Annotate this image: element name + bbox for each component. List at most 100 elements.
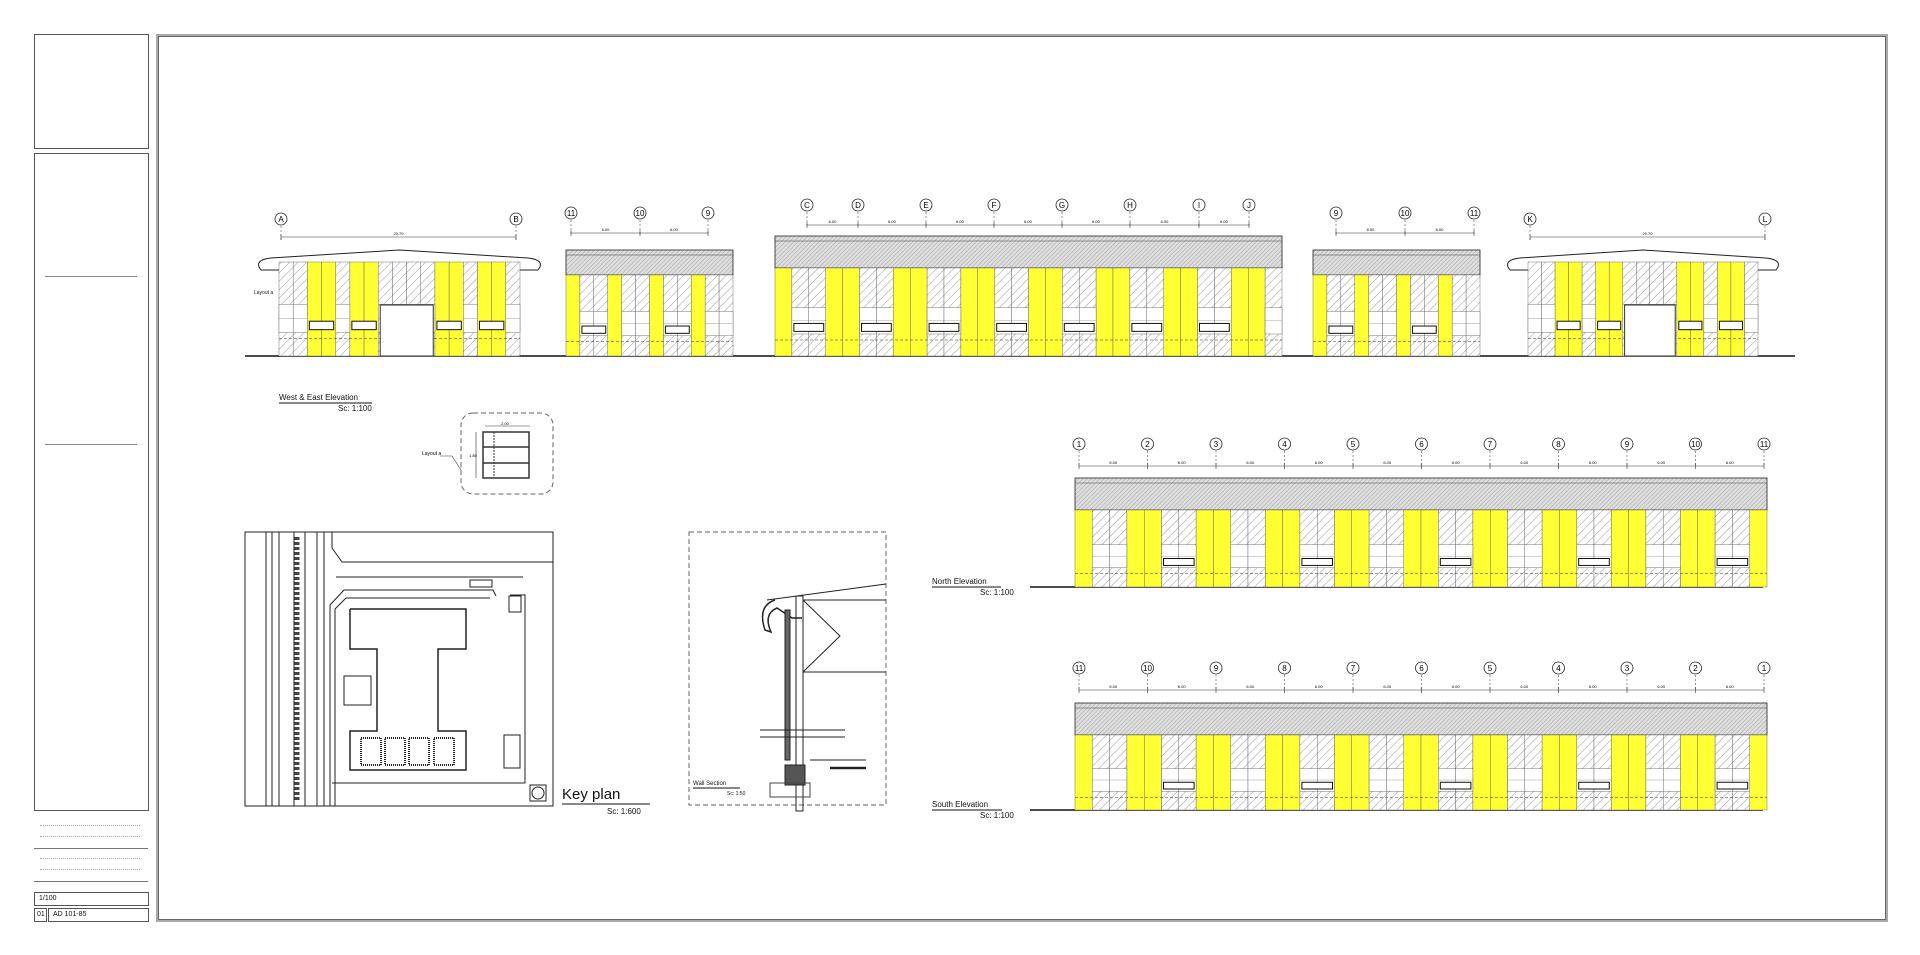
dimension-text: 6.00 bbox=[1589, 460, 1598, 465]
vent-louver bbox=[1678, 320, 1703, 331]
yellow-panel bbox=[691, 274, 706, 357]
title-block-divider bbox=[34, 881, 148, 882]
grid-label: 3 bbox=[1625, 664, 1630, 673]
grid-bubble bbox=[1346, 661, 1360, 675]
north-elevation-scale: Sc: 1:100 bbox=[980, 588, 1014, 597]
yellow-panel bbox=[1074, 509, 1093, 588]
grid-label: 9 bbox=[1334, 209, 1339, 218]
yellow-panel bbox=[1608, 261, 1623, 357]
title-block-divider bbox=[34, 848, 148, 849]
grid-label: F bbox=[992, 201, 997, 210]
roof-band bbox=[1074, 702, 1768, 736]
yellow-panel bbox=[1749, 734, 1768, 811]
dimension-text: 6.00 bbox=[1161, 219, 1170, 224]
yellow-panel bbox=[1438, 274, 1453, 357]
sheet-number-value: AD 101-85 bbox=[53, 911, 87, 918]
dimension-text: 6.00 bbox=[1109, 684, 1118, 689]
grid-label: 11 bbox=[567, 209, 576, 218]
yellow-panel bbox=[1541, 734, 1560, 811]
dimension-text: 6.00 bbox=[1452, 684, 1461, 689]
vent-louver bbox=[1578, 781, 1610, 790]
vent-louver bbox=[928, 322, 960, 332]
yellow-panel bbox=[321, 261, 336, 357]
vent-louver bbox=[1301, 558, 1334, 566]
yellow-panel bbox=[1472, 734, 1491, 811]
scale-field: 1/100 bbox=[34, 892, 149, 906]
yellow-panel bbox=[1074, 734, 1093, 811]
grid-label: 5 bbox=[1488, 664, 1493, 673]
grid-bubble bbox=[1620, 661, 1634, 675]
yellow-panel bbox=[1420, 734, 1439, 811]
layout-height-dim: 1.80 bbox=[469, 453, 478, 458]
grid-label: 10 bbox=[1691, 440, 1700, 449]
yellow-panel bbox=[1180, 267, 1198, 357]
grid-label: I bbox=[1198, 201, 1200, 210]
yellow-panel bbox=[1126, 734, 1145, 811]
grid-label: K bbox=[1527, 215, 1533, 224]
vent-louver bbox=[1163, 781, 1195, 790]
yellow-panel bbox=[349, 261, 365, 357]
vent-louver bbox=[1439, 558, 1472, 566]
grid-bubble bbox=[1620, 437, 1634, 451]
yellow-panel bbox=[1351, 509, 1370, 588]
vent-louver bbox=[1163, 558, 1195, 566]
grid-label: L bbox=[1763, 215, 1768, 224]
yellow-panel bbox=[1143, 509, 1162, 588]
yellow-panel bbox=[1749, 509, 1768, 588]
wall-section-drawing bbox=[688, 531, 887, 812]
yellow-panel bbox=[1112, 267, 1131, 357]
yellow-panel bbox=[1554, 261, 1569, 357]
yellow-panel bbox=[1611, 509, 1629, 588]
grid-bubble bbox=[919, 198, 933, 212]
layout-a-label: Layout a bbox=[422, 451, 441, 457]
title-block-dotted-line bbox=[40, 825, 140, 826]
dimension-text: 6.00 bbox=[1178, 460, 1187, 465]
yellow-panel bbox=[1195, 509, 1214, 588]
grid-label: 10 bbox=[1401, 209, 1410, 218]
dimension-text: 6.00 bbox=[1246, 460, 1255, 465]
vent-louver bbox=[436, 320, 462, 331]
grid-bubble bbox=[1123, 198, 1137, 212]
grid-bubble bbox=[1483, 661, 1497, 675]
yellow-panel bbox=[1697, 734, 1716, 811]
yellow-panel bbox=[448, 261, 464, 357]
vent-louver bbox=[351, 320, 377, 331]
roof-band bbox=[774, 235, 1283, 269]
grid-bubble bbox=[564, 206, 578, 220]
grid-label: 11 bbox=[1470, 209, 1479, 218]
vent-louver bbox=[1301, 781, 1334, 790]
south-elevation-scale: Sc: 1:100 bbox=[980, 811, 1014, 820]
south-elevation-title: South Elevation bbox=[932, 800, 1003, 811]
grid-bubble bbox=[1072, 437, 1086, 451]
yellow-panel bbox=[1628, 734, 1647, 811]
dimension-text: 6.00 bbox=[1657, 684, 1666, 689]
grid-label: 7 bbox=[1488, 440, 1493, 449]
vent-louver bbox=[1716, 558, 1749, 566]
scale-value: 1/100 bbox=[39, 895, 57, 902]
wall-section-scale: Sc: 1:50 bbox=[727, 791, 746, 797]
yellow-panel bbox=[825, 267, 843, 357]
grid-bubble bbox=[1192, 198, 1206, 212]
vent-louver bbox=[793, 322, 825, 332]
grid-label: 8 bbox=[1282, 664, 1287, 673]
grid-bubble bbox=[987, 198, 1001, 212]
grid-bubble bbox=[1483, 437, 1497, 451]
yellow-panel bbox=[1163, 267, 1181, 357]
dimension-text: 6.00 bbox=[1589, 684, 1598, 689]
notes-divider bbox=[45, 444, 137, 445]
layout-a-detail: 2.00 1.80 Layout a bbox=[422, 412, 554, 495]
yellow-panel bbox=[1541, 509, 1560, 588]
sheet-index-field: 01 bbox=[34, 908, 47, 922]
yellow-panel bbox=[1045, 267, 1063, 357]
grid-bubble bbox=[1072, 661, 1086, 675]
grid-label: 10 bbox=[1143, 664, 1152, 673]
dimension-text: 6.00 bbox=[1383, 684, 1392, 689]
grid-label: G bbox=[1059, 201, 1065, 210]
yellow-panel bbox=[1354, 274, 1369, 357]
grid-bubble bbox=[274, 212, 288, 226]
yellow-panel bbox=[607, 274, 622, 357]
grid-label: D bbox=[855, 201, 861, 210]
vent-louver bbox=[664, 325, 690, 334]
layout-a-callout: Layout a bbox=[254, 290, 274, 296]
title-block-dotted-line bbox=[40, 869, 140, 870]
